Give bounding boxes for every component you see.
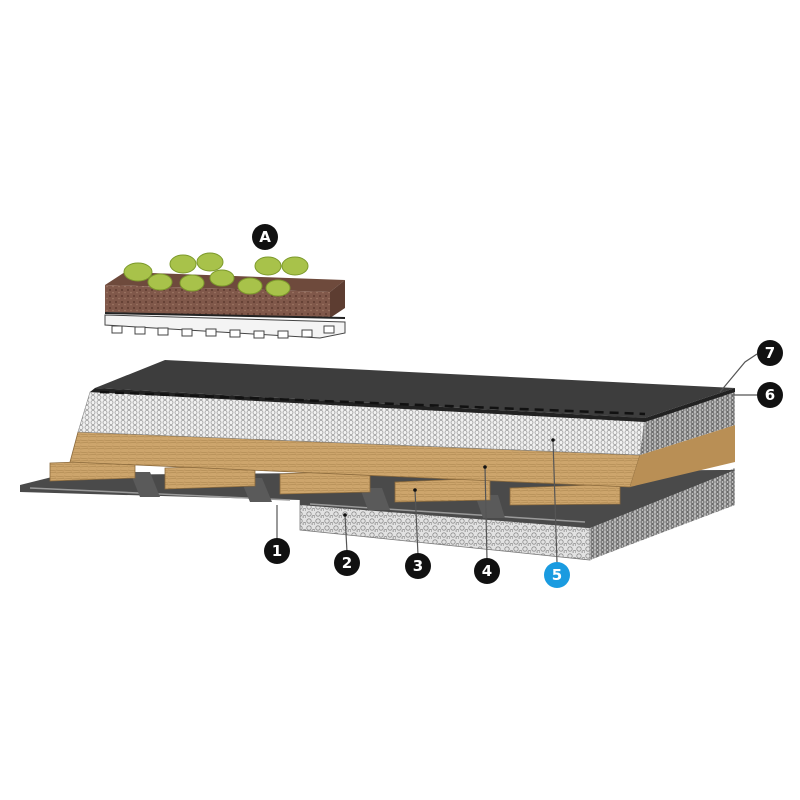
marker-2: 2 [334, 550, 360, 576]
marker-6-label: 6 [765, 386, 775, 404]
marker-1-label: 1 [272, 542, 282, 560]
marker-3-label: 3 [413, 557, 423, 575]
leader-lines [276, 353, 758, 564]
marker-1: 1 [264, 538, 290, 564]
deck-ribs [29, 487, 586, 523]
membrane-seam [99, 390, 646, 416]
green-roof-inset [104, 252, 346, 339]
membrane-edge [90, 388, 735, 422]
marker-6: 6 [757, 382, 783, 408]
marker-A: A [252, 224, 278, 250]
marker-5: 5 [544, 562, 570, 588]
plants [123, 252, 309, 297]
marker-A-label: A [259, 228, 271, 246]
marker-7-label: 7 [765, 344, 775, 362]
marker-5-label: 5 [552, 566, 562, 584]
marker-3: 3 [405, 553, 431, 579]
membrane-top [95, 360, 735, 418]
wood-layer-side [630, 425, 735, 487]
marker-4: 4 [474, 558, 500, 584]
deck-troughs [130, 472, 505, 518]
concrete-slab-side [590, 468, 735, 560]
soil-side [330, 280, 345, 318]
marker-7: 7 [757, 340, 783, 366]
marker-2-label: 2 [342, 554, 352, 572]
insulation-side [640, 392, 735, 455]
drainage-cups [111, 325, 335, 339]
marker-4-label: 4 [482, 562, 492, 580]
leader-dots [343, 438, 555, 517]
